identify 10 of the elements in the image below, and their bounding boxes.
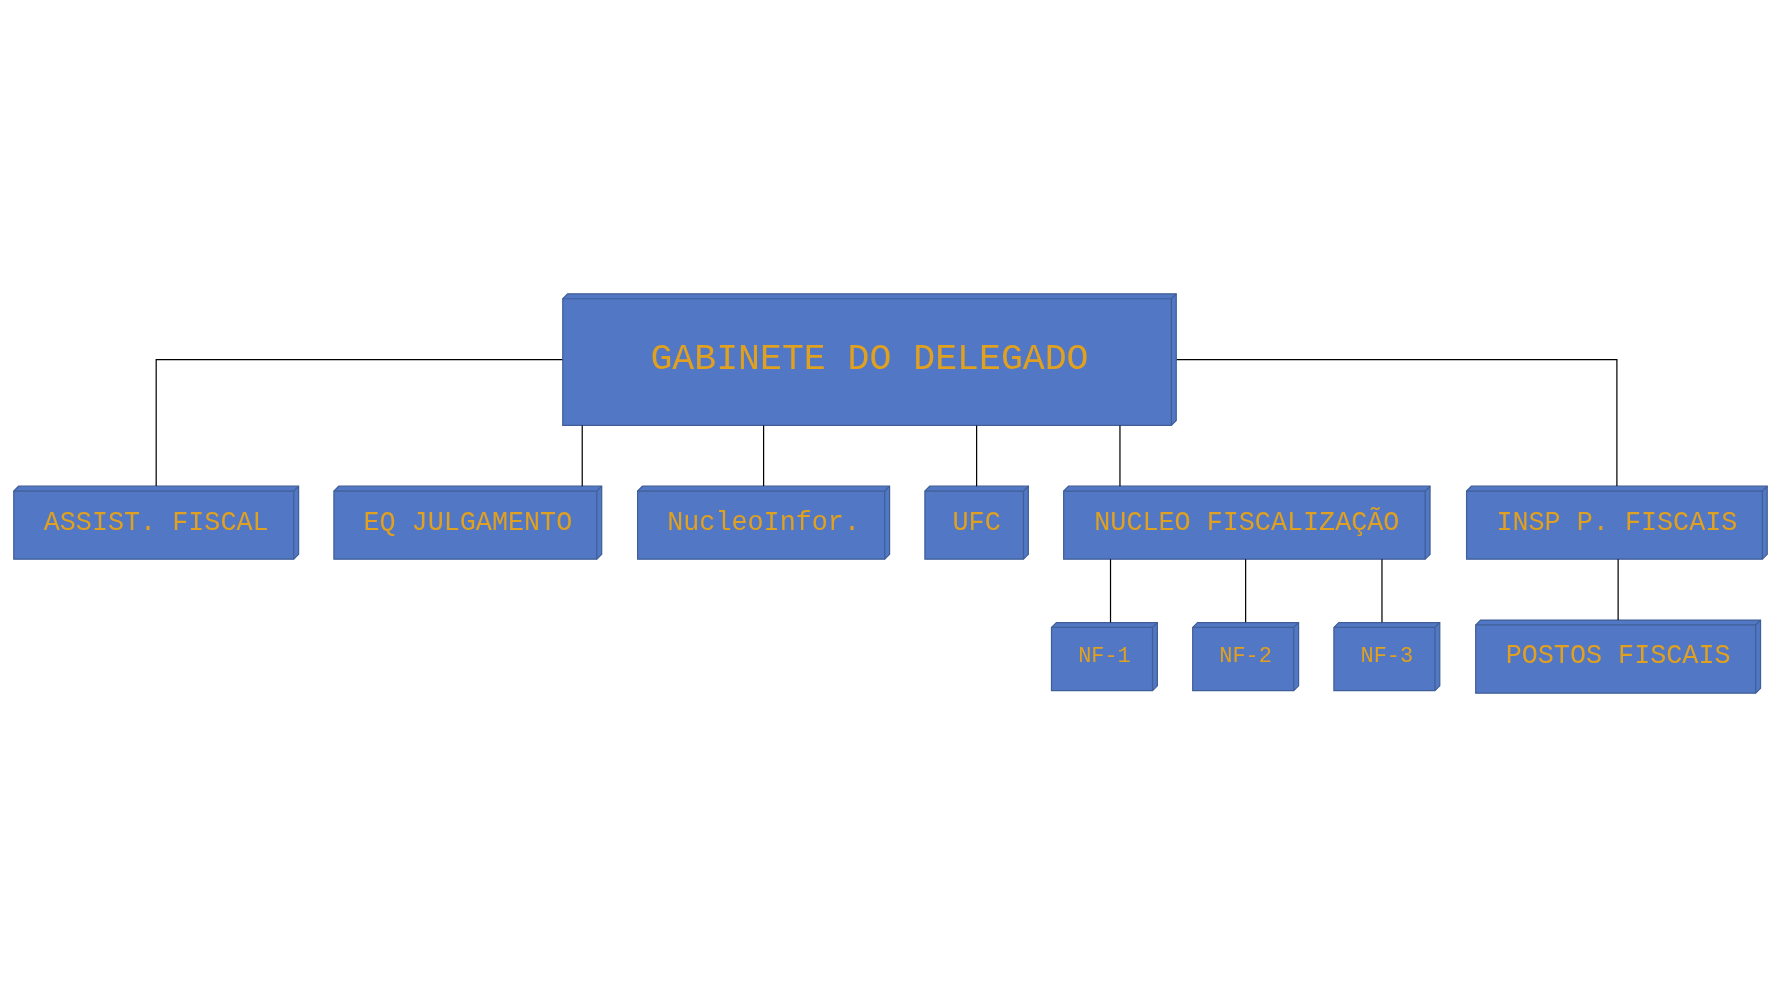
connector xyxy=(155,358,563,487)
connector xyxy=(1381,558,1383,623)
connector xyxy=(976,424,978,487)
connector xyxy=(1109,558,1112,623)
connector xyxy=(581,424,583,487)
connector xyxy=(1617,558,1619,621)
connector xyxy=(1245,558,1247,623)
connector xyxy=(1119,424,1121,487)
connector xyxy=(1176,358,1618,487)
connector xyxy=(763,424,765,487)
